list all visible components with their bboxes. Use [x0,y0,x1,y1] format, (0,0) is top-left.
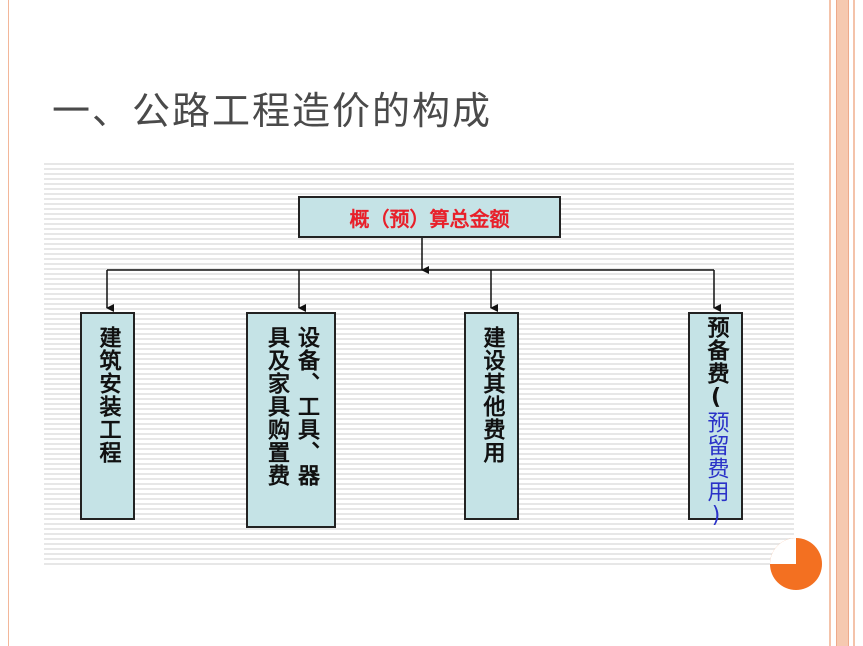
branch-node-label-line-2: 具及家具购置费 [264,326,289,487]
slide-frame-right-band [836,0,849,646]
slide-title: 一、公路工程造价的构成 [52,89,493,133]
branch-node-label: 建筑安装工程 [95,326,121,464]
branch-node-other-construction-costs: 建设其他费用 [464,312,519,520]
orange-circle-decoration [770,538,822,590]
branch-node-label-line-2: 预留费用) [703,410,729,529]
branch-node-equipment-purchase: 设备、工具、器 具及家具购置费 [246,312,336,528]
slide-frame-right-line [829,0,831,646]
branch-node-label-line-1: 预备费( [703,315,729,411]
slide-frame-right-line-outer [853,0,855,646]
branch-node-label: 建设其他费用 [479,326,505,464]
branch-node-construction-installation: 建筑安装工程 [80,312,135,520]
diagram-connectors [106,238,721,312]
root-node-total-amount: 概（预）算总金额 [298,196,561,238]
branch-node-label-line-1: 设备、工具、器 [294,326,319,487]
slide-frame-left [0,0,9,646]
cost-structure-diagram: 概（预）算总金额 建筑安装工程 设备、工具、器 具及家具购置费 建设其他费用 预… [44,160,794,565]
branch-node-reserve-fund: 预备费( 预留费用) [688,312,743,529]
